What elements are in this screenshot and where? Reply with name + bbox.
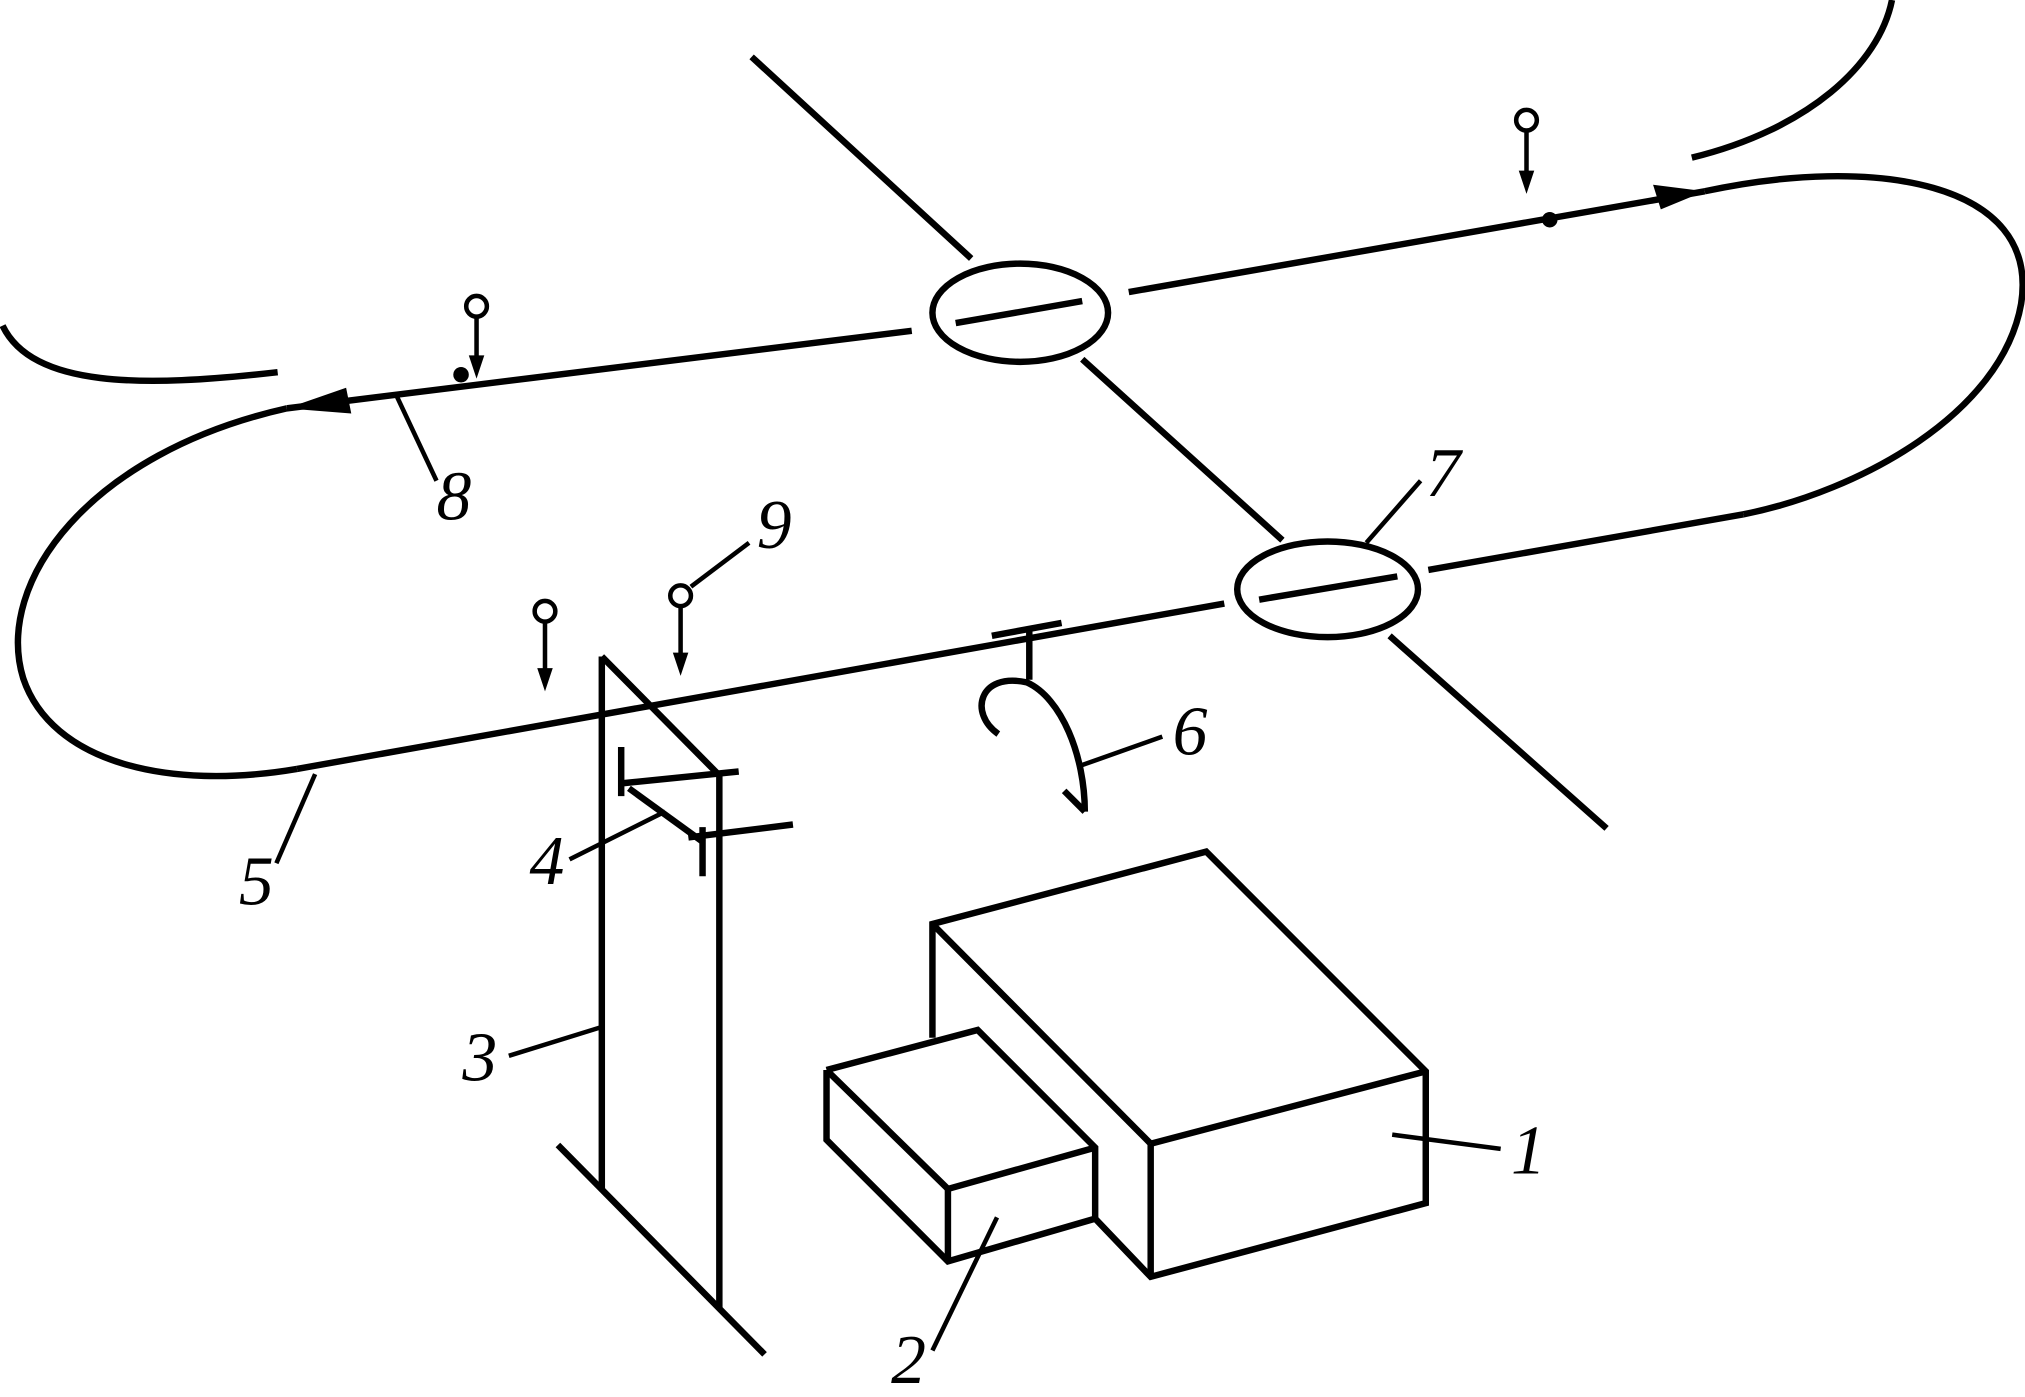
turntable-lower — [1233, 538, 1422, 641]
sensor-lower-a-pin-icon — [532, 598, 558, 624]
sensor-right — [1513, 107, 1558, 228]
cross-rail-a — [749, 54, 974, 261]
arrow-left-icon — [286, 387, 352, 414]
sensor-lower-a — [532, 598, 558, 692]
track-sensors — [453, 107, 1558, 692]
sensor-lower-b — [668, 583, 694, 676]
hook-carrier — [978, 619, 1089, 814]
arrow-right-icon — [1653, 184, 1705, 210]
machine-box — [823, 848, 1429, 1281]
label-5: 5 — [239, 844, 274, 921]
outer-arc-right — [1691, 0, 1896, 161]
overhead-track — [0, 0, 2025, 780]
cross-rail-c — [1387, 633, 1609, 831]
turntable-lower-bar — [1258, 573, 1398, 603]
turntables — [749, 54, 1609, 831]
leader-lines — [274, 391, 1501, 1352]
hook-icon — [978, 677, 1089, 812]
label-8: 8 — [437, 458, 472, 535]
cross-rail-b — [1080, 356, 1285, 543]
sensor-right-pin-icon — [1513, 107, 1540, 133]
track-right-loop — [1704, 172, 2025, 518]
label-4: 4 — [529, 823, 564, 900]
label-3: 3 — [461, 1019, 497, 1096]
sensor-lower-b-pin-icon — [668, 583, 694, 609]
track-upper-rail-right — [1128, 188, 1706, 296]
track-left-loop — [14, 405, 298, 780]
track-upper-rail — [286, 327, 913, 412]
sensor-right-dot — [1541, 211, 1558, 228]
sensor-left-dot — [453, 367, 469, 383]
sensor-left — [453, 293, 490, 383]
turntable-upper-bar — [955, 297, 1083, 327]
label-7: 7 — [1426, 435, 1464, 512]
label-2: 2 — [891, 1322, 926, 1397]
track-lower-rail — [296, 600, 1225, 773]
sensor-left-pin-icon — [463, 293, 490, 319]
loading-stand — [555, 654, 794, 1357]
labels: 1 2 3 4 5 6 7 8 9 — [239, 435, 1546, 1397]
direction-arrows — [286, 184, 1705, 414]
turntable-upper — [929, 260, 1112, 366]
outer-arc-left — [0, 324, 279, 385]
label-9: 9 — [757, 487, 792, 564]
track-lower-rail-right — [1427, 511, 1745, 574]
label-1: 1 — [1511, 1112, 1546, 1189]
label-6: 6 — [1173, 694, 1208, 771]
